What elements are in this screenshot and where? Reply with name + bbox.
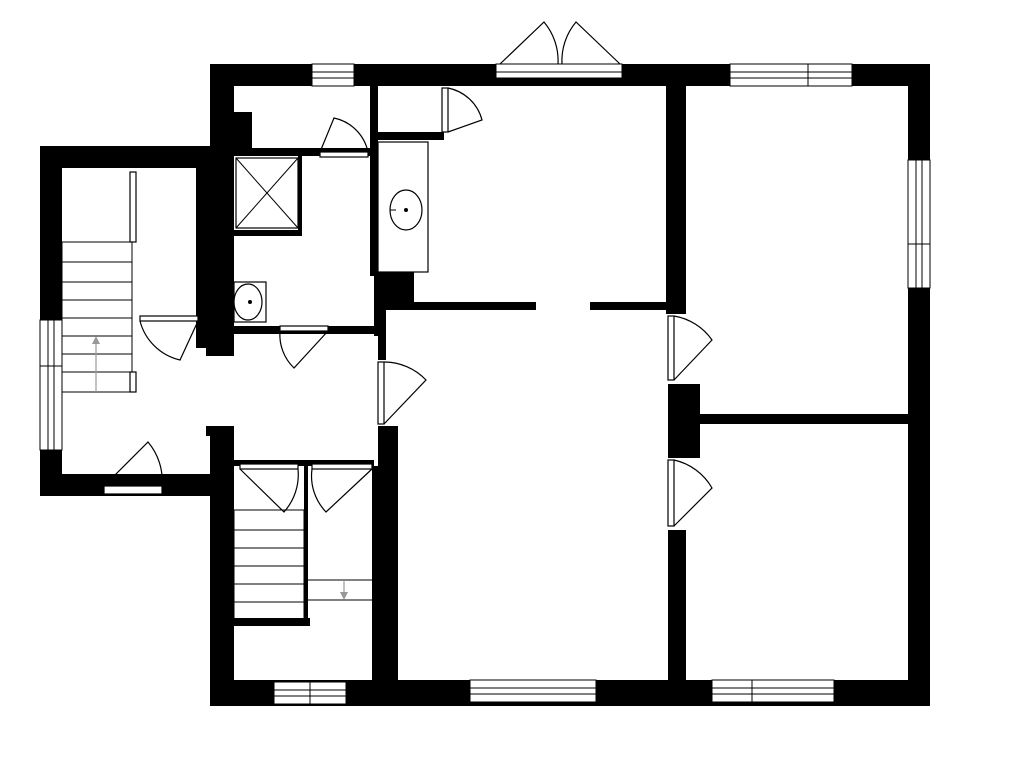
window-right-bedroom bbox=[907, 159, 931, 289]
window-top-storage bbox=[311, 63, 355, 87]
shower-tray bbox=[235, 157, 299, 229]
door-wc bbox=[279, 325, 329, 369]
stair-up-arrow bbox=[92, 336, 100, 392]
door-main-room bbox=[377, 361, 427, 425]
window-left-annex bbox=[39, 319, 63, 451]
window-bottom-bedroom bbox=[711, 679, 835, 703]
wash-basin-wc bbox=[233, 281, 267, 323]
stairs-upper bbox=[61, 171, 137, 393]
window-bottom-main bbox=[469, 679, 597, 703]
stair-down-arrow bbox=[340, 580, 348, 600]
exterior-walls bbox=[40, 64, 930, 706]
door-storage bbox=[319, 117, 369, 158]
window-top-bedroom bbox=[729, 63, 853, 87]
window-french-door-top bbox=[495, 63, 623, 79]
vanity-unit bbox=[377, 141, 429, 273]
door-cellar-stair bbox=[239, 463, 299, 513]
interior-walls bbox=[196, 86, 910, 682]
door-bedroom-south bbox=[667, 459, 713, 527]
door-closet bbox=[441, 87, 483, 133]
doors bbox=[103, 21, 713, 527]
door-bedroom-north bbox=[667, 315, 713, 381]
french-door bbox=[499, 21, 621, 65]
door-stair-hall bbox=[139, 315, 199, 361]
door-cupboard bbox=[310, 463, 373, 513]
door-front bbox=[103, 441, 163, 495]
stairs-cellar bbox=[233, 509, 378, 621]
window-bottom-cupboard bbox=[273, 681, 347, 705]
